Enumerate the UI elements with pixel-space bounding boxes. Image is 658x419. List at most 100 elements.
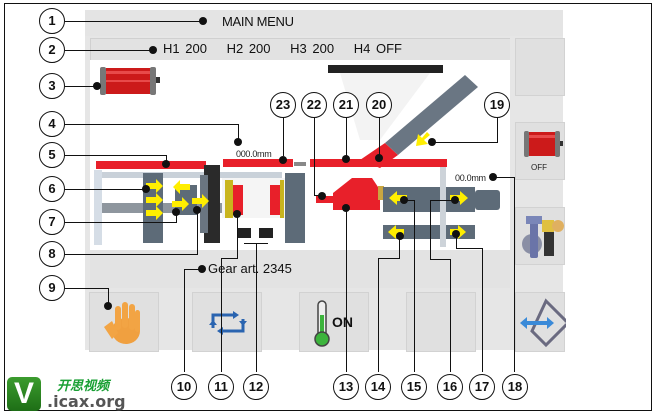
fixed-platen <box>285 173 305 243</box>
leader-line <box>430 259 451 260</box>
empty-button[interactable] <box>406 292 476 352</box>
title-bar <box>85 10 563 36</box>
heater-status-bar <box>90 38 510 60</box>
auto-cycle-button[interactable] <box>192 292 262 352</box>
heater-off-button[interactable]: OFF <box>515 122 565 180</box>
leader-line <box>432 142 498 143</box>
callout-2: 2 <box>39 37 65 63</box>
callout-3: 3 <box>39 73 65 99</box>
callout-18: 18 <box>502 374 528 400</box>
callout-17: 17 <box>469 374 495 400</box>
leader-line <box>346 208 347 372</box>
callout-6: 6 <box>39 176 65 202</box>
mold-position-readout: 000.0mm <box>236 149 272 159</box>
leader-line <box>256 243 257 372</box>
leader-line <box>244 243 268 244</box>
callout-23: 23 <box>270 92 296 118</box>
leader-line <box>221 258 222 372</box>
thermometer-icon <box>314 300 330 347</box>
leader-dot <box>396 232 404 240</box>
leader-dot <box>375 154 383 162</box>
leader-line <box>378 258 400 259</box>
leader-line <box>399 235 400 259</box>
leader-line <box>514 177 515 372</box>
side-button-empty[interactable] <box>515 38 565 96</box>
leader-dot <box>142 185 150 193</box>
callout-1: 1 <box>39 8 65 34</box>
leader-dot <box>234 138 242 146</box>
leader-line <box>238 124 239 140</box>
callout-20: 20 <box>366 92 392 118</box>
sensor-block <box>259 228 273 238</box>
clamp-back-plate <box>94 170 102 245</box>
leader-dot <box>318 192 326 200</box>
heater-2: H2 200 <box>226 41 271 56</box>
leader-line <box>283 116 284 156</box>
leader-line <box>184 269 185 372</box>
leader-line <box>65 124 239 125</box>
heater-4: H4 OFF <box>353 41 402 56</box>
manual-mode-button[interactable] <box>89 292 159 352</box>
sensor-block <box>237 228 251 238</box>
hand-icon <box>104 302 140 344</box>
callout-4: 4 <box>39 111 65 137</box>
leader-line <box>378 258 379 372</box>
watermark-logo: V <box>7 377 41 411</box>
leader-line <box>65 189 145 190</box>
tools-lock-icon <box>522 216 564 258</box>
leader-line <box>184 269 202 270</box>
heating-on-button[interactable]: ON <box>299 292 369 352</box>
heater-cylinder-icon <box>100 67 160 95</box>
leader-line <box>65 222 177 223</box>
leader-line <box>65 155 167 156</box>
callout-8: 8 <box>39 241 65 267</box>
watermark: V 开思视频 .icax.org <box>5 375 135 413</box>
leader-line <box>430 200 454 201</box>
clamp-tie-bar <box>102 172 282 178</box>
leader-dot <box>342 155 350 163</box>
leader-line <box>65 50 153 51</box>
watermark-chinese-text: 开思视频 <box>57 379 110 394</box>
motion-arrows <box>146 132 468 239</box>
leader-dot <box>428 138 436 146</box>
heater-off-label: OFF <box>531 163 547 172</box>
leader-line <box>482 248 483 372</box>
leader-line <box>108 288 109 304</box>
mold-insert-left <box>233 185 243 215</box>
callout-19: 19 <box>484 92 510 118</box>
leader-line <box>414 200 415 372</box>
callout-7: 7 <box>39 209 65 235</box>
leader-dot <box>172 208 180 216</box>
leader-dot <box>149 46 157 54</box>
navigate-button[interactable] <box>515 292 571 352</box>
leader-line <box>197 210 198 255</box>
leader-line <box>65 86 97 87</box>
leader-line <box>379 116 380 158</box>
leader-line <box>497 116 498 143</box>
nozzle-tip <box>316 196 334 203</box>
callout-16: 16 <box>437 374 463 400</box>
leader-line <box>314 116 315 196</box>
leader-dot <box>199 17 207 25</box>
leader-dot <box>452 230 460 238</box>
leader-dot <box>104 302 112 310</box>
leader-dot <box>162 160 170 168</box>
page-title: MAIN MENU <box>222 14 294 29</box>
ejector-block <box>175 185 197 215</box>
callout-15: 15 <box>401 374 427 400</box>
leader-line <box>65 254 198 255</box>
leader-line <box>166 155 167 163</box>
heating-on-label: ON <box>332 314 353 330</box>
mold-top-bar <box>223 159 293 167</box>
heater-cylinder-icon <box>524 131 563 157</box>
leader-line <box>176 214 177 223</box>
callout-21: 21 <box>333 92 359 118</box>
settings-button[interactable] <box>515 207 565 265</box>
callout-11: 11 <box>208 374 234 400</box>
mold-half-right <box>280 180 284 218</box>
leader-line <box>456 248 483 249</box>
heater-3: H3 200 <box>290 41 335 56</box>
callout-22: 22 <box>301 92 327 118</box>
clamp-top-bar <box>96 161 206 169</box>
